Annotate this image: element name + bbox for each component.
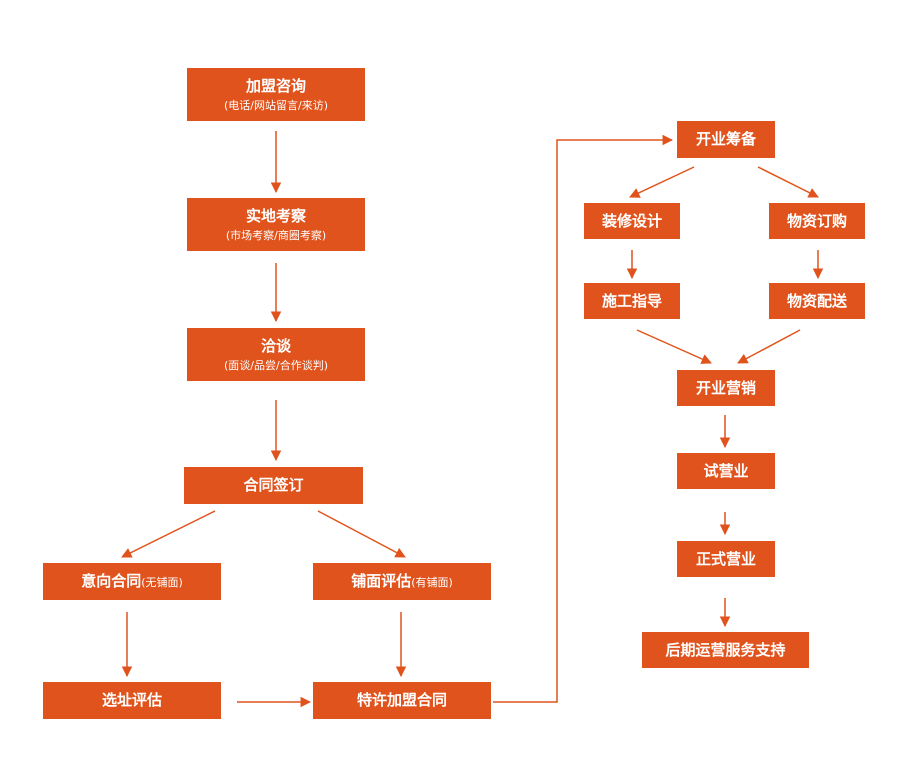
node-title: 开业筹备: [695, 130, 756, 149]
node-opening-marketing: 开业营销: [677, 370, 775, 406]
node-franchise-consult: 加盟咨询 (电话/网站留言/来访): [187, 68, 365, 121]
node-site-inspection: 实地考察 (市场考察/商圈考察): [187, 198, 365, 251]
node-title: 物资订购: [786, 211, 847, 230]
node-title: 后期运营服务支持: [665, 640, 786, 659]
node-subtitle: (有铺面): [411, 576, 453, 590]
node-intent-contract: 意向合同 (无铺面): [43, 563, 221, 600]
node-subtitle: (市场考察/商圈考察): [225, 228, 327, 242]
node-title: 实地考察: [245, 206, 306, 225]
node-post-operation-support: 后期运营服务支持: [642, 632, 809, 668]
node-negotiation: 洽谈 (面谈/品尝/合作谈判): [187, 328, 365, 381]
node-construction-guidance: 施工指导: [584, 283, 680, 319]
arrow-sign-shop-eval: [317, 510, 406, 558]
node-decoration-design: 装修设计: [584, 203, 680, 239]
arrow-sign-intent: [121, 510, 216, 558]
arrow-delivery-marketing: [737, 329, 801, 364]
node-title: 选址评估: [101, 691, 162, 710]
node-title: 加盟咨询: [245, 76, 306, 95]
node-official-operation: 正式营业: [677, 541, 775, 577]
node-trial-operation: 试营业: [677, 453, 775, 489]
node-material-delivery: 物资配送: [769, 283, 865, 319]
node-title: 试营业: [703, 461, 749, 480]
node-opening-prep: 开业筹备: [677, 121, 775, 158]
node-franchise-contract: 特许加盟合同: [313, 682, 491, 719]
arrow-franchise-prepare: [493, 134, 674, 703]
arrow-construct-marketing: [636, 329, 712, 364]
node-title: 施工指导: [601, 291, 662, 310]
node-title: 合同签订: [243, 476, 304, 495]
node-subtitle: (面谈/品尝/合作谈判): [224, 358, 328, 372]
node-contract-signing: 合同签订: [184, 467, 363, 504]
node-title: 物资配送: [786, 291, 847, 310]
node-title: 特许加盟合同: [356, 691, 447, 710]
node-subtitle: (无铺面): [141, 576, 183, 590]
node-title: 铺面评估: [351, 572, 412, 591]
node-title: 意向合同: [81, 572, 142, 591]
node-subtitle: (电话/网站留言/来访): [224, 98, 328, 112]
node-title: 开业营销: [695, 378, 756, 397]
node-shop-evaluation: 铺面评估 (有铺面): [313, 563, 491, 600]
node-title: 装修设计: [601, 211, 662, 230]
node-title: 正式营业: [695, 549, 756, 568]
node-material-purchase: 物资订购: [769, 203, 865, 239]
arrow-prepare-purchase: [757, 166, 819, 198]
arrow-prepare-decor: [629, 166, 695, 198]
node-site-selection: 选址评估: [43, 682, 221, 719]
node-title: 洽谈: [260, 336, 291, 355]
